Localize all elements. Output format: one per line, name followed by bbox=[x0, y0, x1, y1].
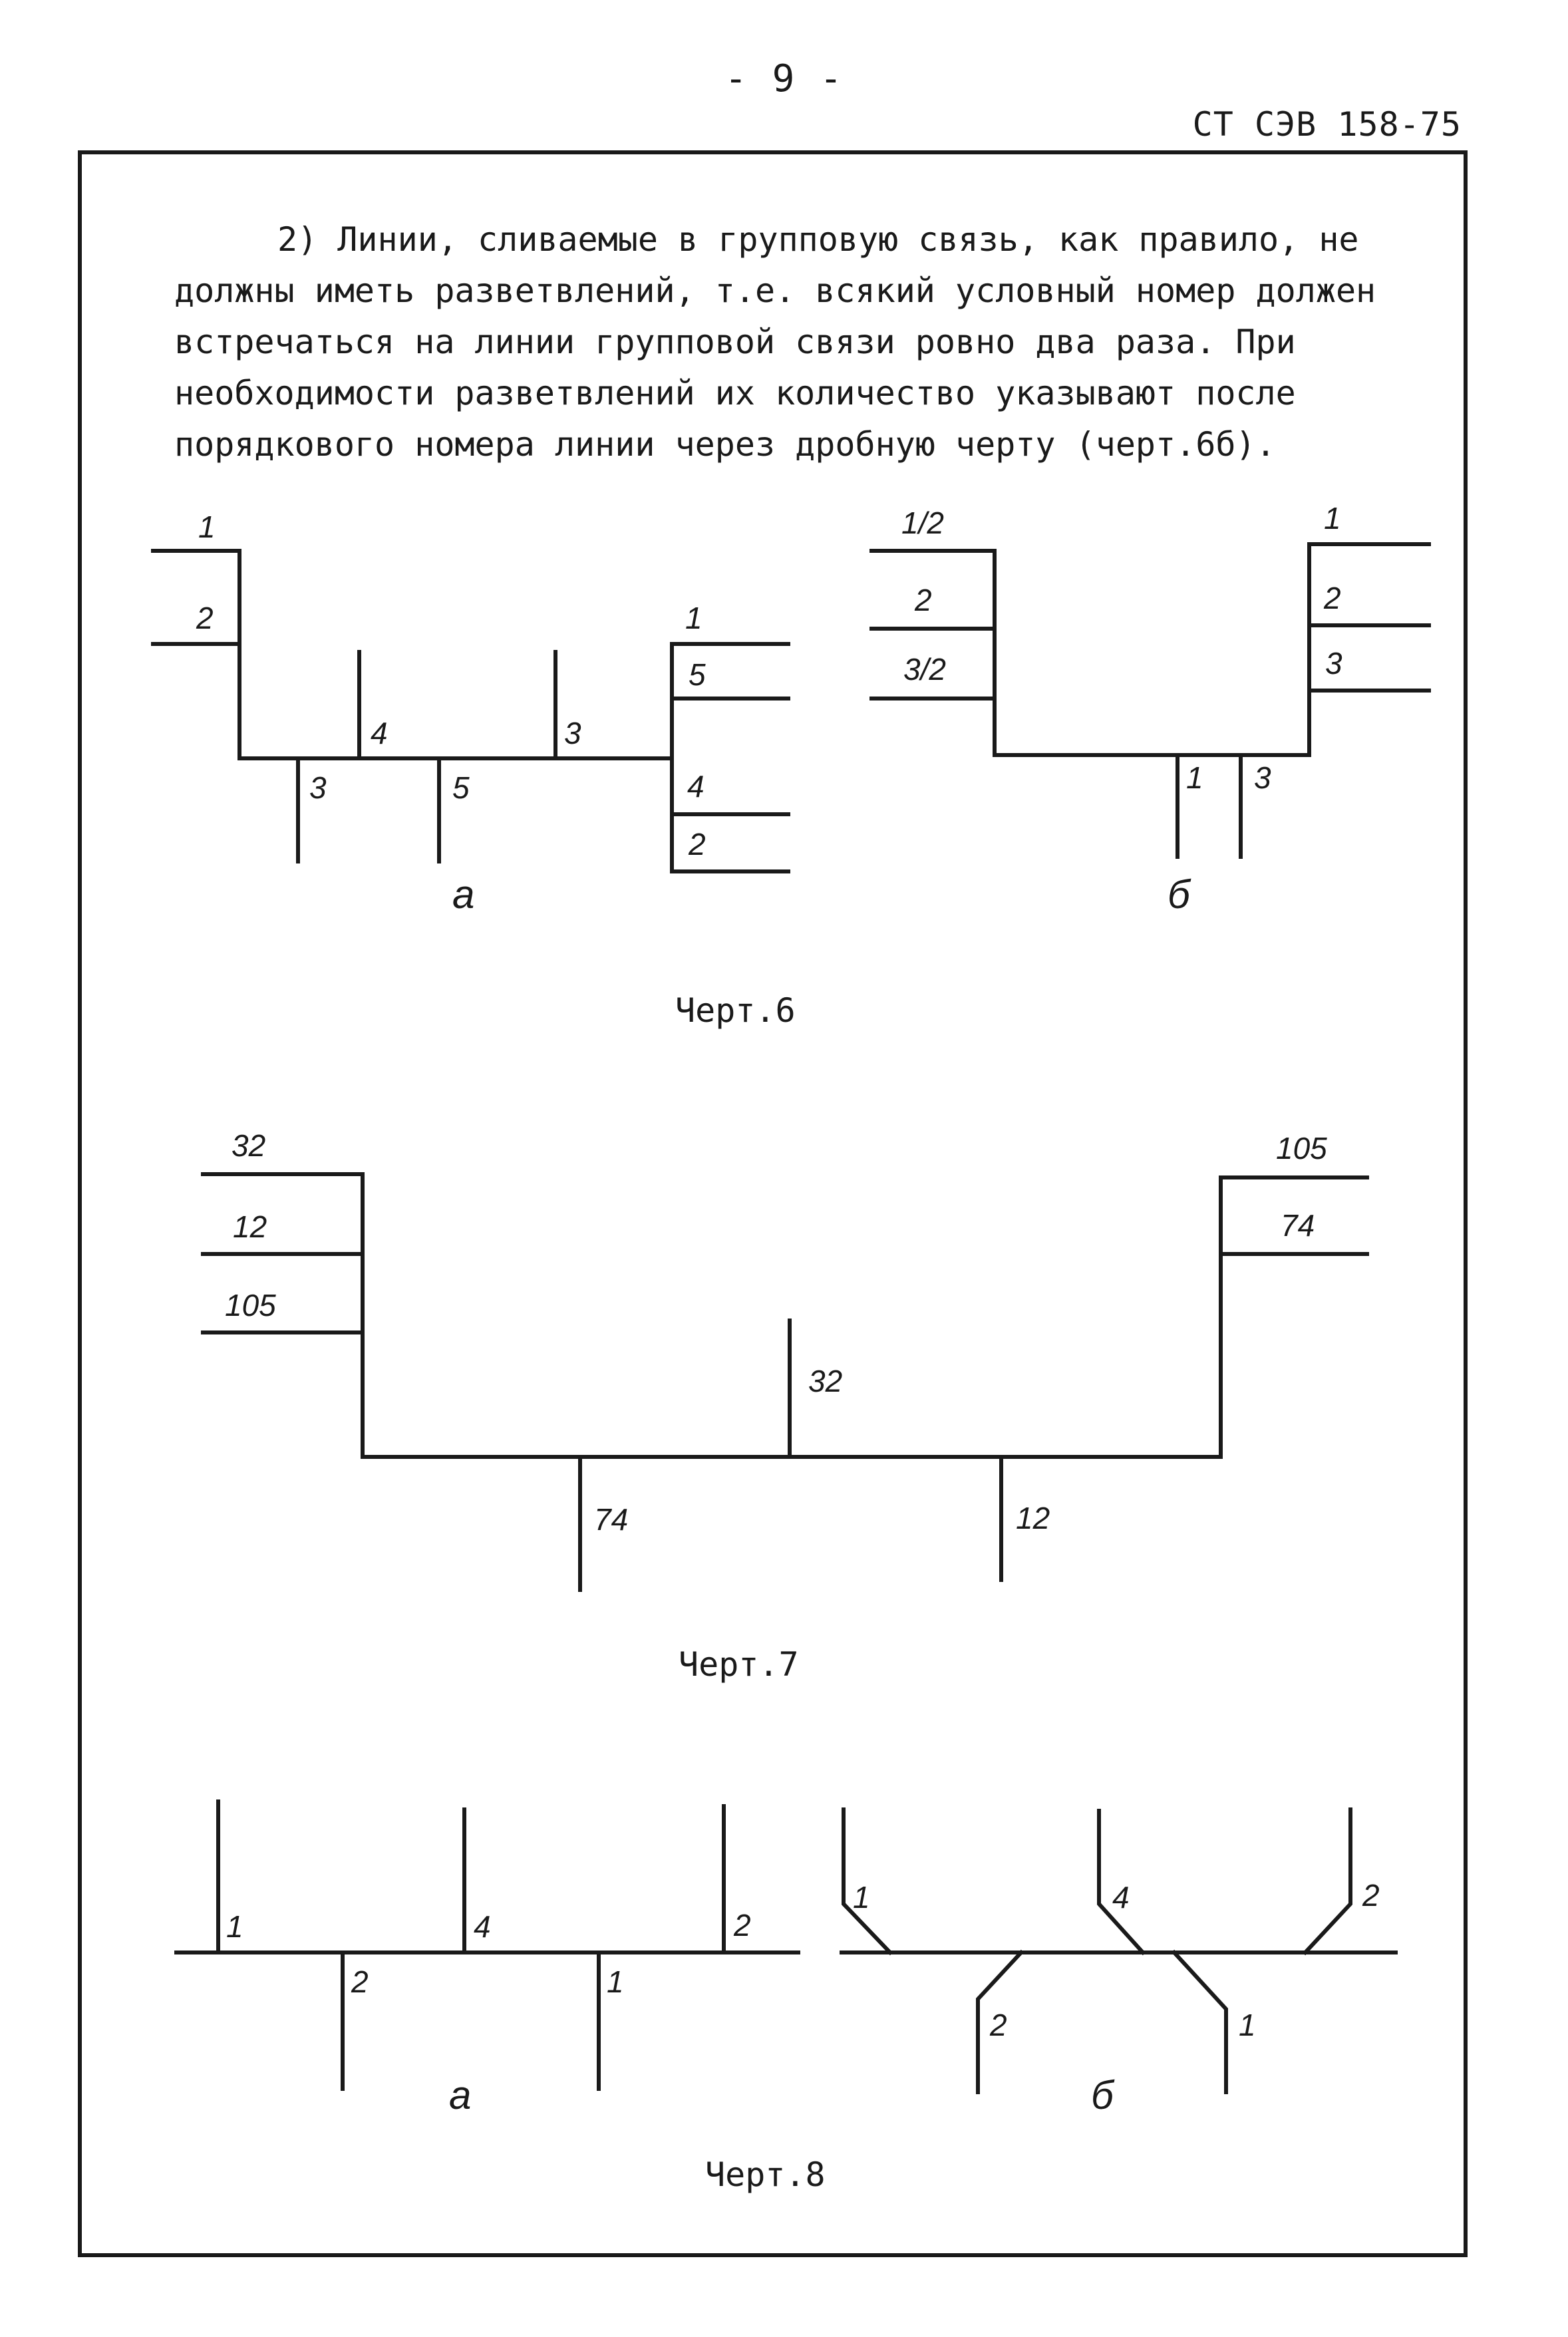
fig6a-up-label: 3 bbox=[564, 716, 581, 750]
document-code: СТ СЭВ 158-75 bbox=[1192, 105, 1462, 144]
fig8b-sublabel: б bbox=[1091, 2073, 1115, 2117]
fig7-left-label: 32 bbox=[232, 1128, 265, 1163]
fig6b-left-label: 3/2 bbox=[903, 652, 946, 687]
paragraph-line: должны иметь разветвлений, т.е. всякий у… bbox=[174, 271, 1376, 310]
fig6a-up-label: 4 bbox=[371, 716, 388, 750]
fig8b-down-label: 2 bbox=[989, 2008, 1007, 2042]
fig8a-up-label: 2 bbox=[733, 1908, 751, 1943]
fig6a-sublabel: а bbox=[452, 872, 474, 917]
fig8b-down-branch bbox=[1171, 1949, 1228, 2094]
fig8a-down-label: 2 bbox=[351, 1964, 369, 1999]
fig6b-sublabel: б bbox=[1168, 872, 1191, 917]
fig8b-diagram: 1 4 2 2 1 б bbox=[840, 1807, 1398, 2117]
fig6b-diagram: 1/2 2 3/2 1 2 3 1 3 б bbox=[869, 501, 1431, 917]
fig6a-right-label: 4 bbox=[687, 769, 705, 804]
fig7-right-label: 105 bbox=[1276, 1131, 1327, 1166]
paragraph-line: необходимости разветвлений их количество… bbox=[174, 374, 1296, 412]
paragraph-line: 2) Линии, сливаемые в групповую связь, к… bbox=[277, 220, 1359, 259]
fig6b-down-label: 1 bbox=[1186, 760, 1203, 795]
paragraph-line: встречаться на линии групповой связи ров… bbox=[174, 323, 1296, 361]
fig8b-up-branch bbox=[1302, 1807, 1352, 1956]
fig8b-up-branch bbox=[1097, 1809, 1146, 1956]
fig8b-up-label: 4 bbox=[1112, 1880, 1130, 1915]
fig8b-down-label: 1 bbox=[1239, 2008, 1256, 2042]
fig8a-down-label: 1 bbox=[607, 1964, 624, 1999]
paragraph-line: порядкового номера линии через дробную ч… bbox=[174, 425, 1276, 464]
fig6b-right-label: 1 bbox=[1324, 501, 1341, 536]
fig6b-down-label: 3 bbox=[1254, 760, 1271, 795]
fig6b-right-label: 2 bbox=[1323, 581, 1341, 615]
fig7-right-label: 74 bbox=[1281, 1208, 1315, 1243]
fig7-caption: Черт.7 bbox=[679, 1645, 799, 1684]
fig6a-down-label: 5 bbox=[452, 770, 470, 805]
page-number: - 9 - bbox=[724, 57, 844, 100]
fig8a-up-label: 4 bbox=[474, 1909, 491, 1944]
fig6a-right-label: 2 bbox=[688, 827, 706, 861]
fig7-diagram: 32 12 105 105 74 32 74 12 bbox=[201, 1128, 1369, 1592]
fig7-left-label: 12 bbox=[233, 1209, 267, 1244]
fig7-down-label: 12 bbox=[1016, 1501, 1050, 1535]
fig6a-right-label: 1 bbox=[685, 601, 703, 635]
fig6b-right-label: 3 bbox=[1325, 646, 1342, 681]
fig7-left-label: 105 bbox=[225, 1288, 276, 1323]
fig6a-right-label: 5 bbox=[689, 657, 706, 692]
page-frame bbox=[78, 150, 1468, 2257]
fig8b-down-branch bbox=[976, 1949, 1024, 2094]
body-paragraph: 2) Линии, сливаемые в групповую связь, к… bbox=[174, 214, 1425, 470]
fig6a-left-label: 2 bbox=[196, 601, 214, 635]
fig8b-up-label: 1 bbox=[853, 1880, 870, 1915]
fig8a-sublabel: а bbox=[449, 2073, 471, 2117]
fig8b-up-label: 2 bbox=[1362, 1878, 1380, 1913]
fig8a-up-label: 1 bbox=[226, 1909, 243, 1944]
fig6a-down-label: 3 bbox=[309, 770, 327, 805]
fig8b-up-branch bbox=[842, 1807, 893, 1956]
fig6a-diagram: 1 2 4 3 3 5 1 5 4 2 а bbox=[151, 510, 790, 917]
fig8a-diagram: 1 4 2 2 1 а bbox=[174, 1799, 800, 2117]
fig8-caption: Черт.8 bbox=[705, 2155, 826, 2194]
fig7-up-label: 32 bbox=[808, 1364, 842, 1398]
fig6a-left-label: 1 bbox=[198, 510, 216, 544]
fig6b-left-label: 1/2 bbox=[901, 506, 944, 540]
fig7-down-label: 74 bbox=[594, 1502, 628, 1537]
fig6b-left-label: 2 bbox=[914, 583, 932, 617]
fig6-caption: Черт.6 bbox=[675, 991, 796, 1030]
